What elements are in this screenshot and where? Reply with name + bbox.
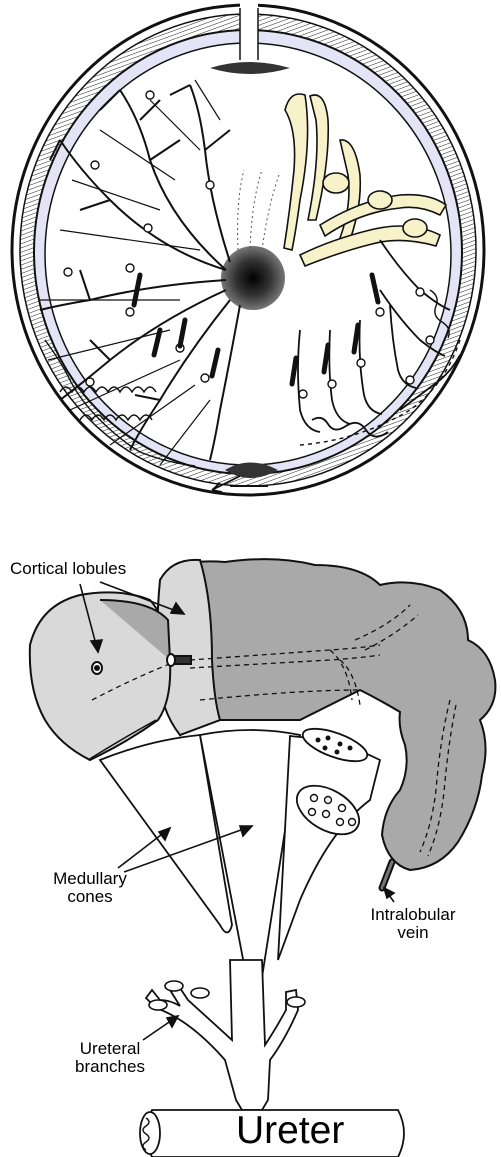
medullary-cones-line2: cones <box>40 888 140 906</box>
kidney-cross-section <box>12 0 484 495</box>
intralobular-vein-line2: vein <box>358 924 468 942</box>
label-cortical-lobules: Cortical lobules <box>10 560 126 578</box>
ureteral-branches-line1: Ureteral <box>62 1040 158 1058</box>
label-medullary-cones: Medullary cones <box>40 870 140 906</box>
cortical-lobules-text: Cortical lobules <box>10 559 126 578</box>
ureteral-branches-line2: branches <box>62 1058 158 1076</box>
medullary-cones-line1: Medullary <box>40 870 140 888</box>
label-ureter: Ureter <box>236 1111 344 1152</box>
ureter-text: Ureter <box>236 1109 344 1152</box>
label-intralobular-vein: Intralobular vein <box>358 906 468 942</box>
intralobular-vein-line1: Intralobular <box>358 906 468 924</box>
top-notch <box>240 0 258 62</box>
label-ureteral-branches: Ureteral branches <box>62 1040 158 1076</box>
central-cone <box>221 246 285 310</box>
